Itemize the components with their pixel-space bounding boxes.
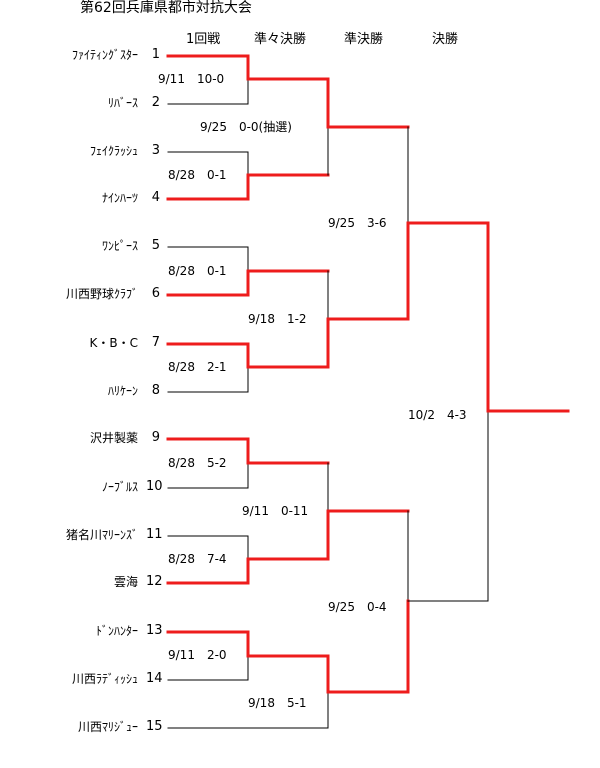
team-seed-9: 9	[151, 430, 160, 445]
team-name-12: 雲海	[113, 575, 138, 589]
page-title: 第62回兵庫県都市対抗大会	[80, 0, 252, 16]
match-score-r1-4: 8/28 2-1	[168, 360, 227, 374]
team-name-9: 沢井製薬	[89, 431, 138, 445]
match-score-sf-1: 9/25 3-6	[328, 216, 387, 230]
team-seed-4: 4	[151, 190, 160, 205]
team-name-6: 川西野球ｸﾗﾌﾞ	[65, 287, 138, 301]
team-seed-6: 6	[151, 286, 160, 301]
team-name-4: ﾅｲﾝﾊｰﾂ	[101, 191, 138, 205]
team-seed-12: 12	[146, 574, 163, 589]
team-name-5: ﾜﾝﾋﾟｰｽ	[101, 239, 138, 253]
match-score-r1-7: 9/11 2-0	[168, 648, 227, 662]
team-name-15: 川西ﾏﾘｼﾞｭｰ	[77, 720, 138, 734]
round-header-4: 決勝	[432, 32, 459, 47]
team-seed-7: 7	[151, 335, 160, 350]
team-seed-1: 1	[151, 47, 160, 62]
team-seed-2: 2	[151, 95, 160, 110]
team-seed-3: 3	[151, 143, 160, 158]
team-name-1: ﾌｧｲﾃｨﾝｸﾞｽﾀｰ	[71, 48, 138, 62]
team-name-7: K・B・C	[89, 336, 138, 350]
team-name-11: 猪名川ﾏﾘｰﾝｽﾞ	[65, 528, 138, 542]
match-score-r1-1: 9/11 10-0	[158, 72, 225, 86]
match-score-final: 10/2 4-3	[408, 408, 467, 422]
team-seed-15: 15	[146, 719, 163, 734]
team-name-3: ﾌｪｲｸﾗｯｼｭ	[89, 144, 138, 158]
team-name-10: ﾉｰﾌﾞﾙｽ	[101, 480, 138, 494]
team-name-2: ﾘﾊﾞｰｽ	[107, 96, 138, 110]
match-score-qf-3: 9/11 0-11	[242, 504, 309, 518]
match-score-r1-2: 8/28 0-1	[168, 168, 227, 182]
team-name-14: 川西ﾗﾃﾞｨｯｼｭ	[71, 672, 138, 686]
match-score-qf-1: 9/25 0-0(抽選)	[200, 120, 292, 134]
team-seed-5: 5	[151, 238, 160, 253]
team-name-13: ﾄﾞﾝﾊﾝﾀｰ	[95, 624, 138, 638]
team-seed-10: 10	[146, 479, 163, 494]
match-score-qf-4: 9/18 5-1	[248, 696, 307, 710]
team-name-8: ﾊﾘｹｰﾝ	[107, 384, 138, 398]
round-header-3: 準決勝	[344, 32, 384, 47]
match-score-r1-6: 8/28 7-4	[168, 552, 227, 566]
round-header-1: 1回戦	[186, 32, 221, 47]
team-seed-13: 13	[146, 623, 163, 638]
round-header-2: 準々決勝	[254, 32, 307, 47]
team-seed-8: 8	[151, 383, 160, 398]
team-seed-14: 14	[146, 671, 163, 686]
match-score-r1-3: 8/28 0-1	[168, 264, 227, 278]
team-seed-11: 11	[146, 527, 163, 542]
match-score-sf-2: 9/25 0-4	[328, 600, 387, 614]
match-score-r1-5: 8/28 5-2	[168, 456, 227, 470]
match-score-qf-2: 9/18 1-2	[248, 312, 307, 326]
